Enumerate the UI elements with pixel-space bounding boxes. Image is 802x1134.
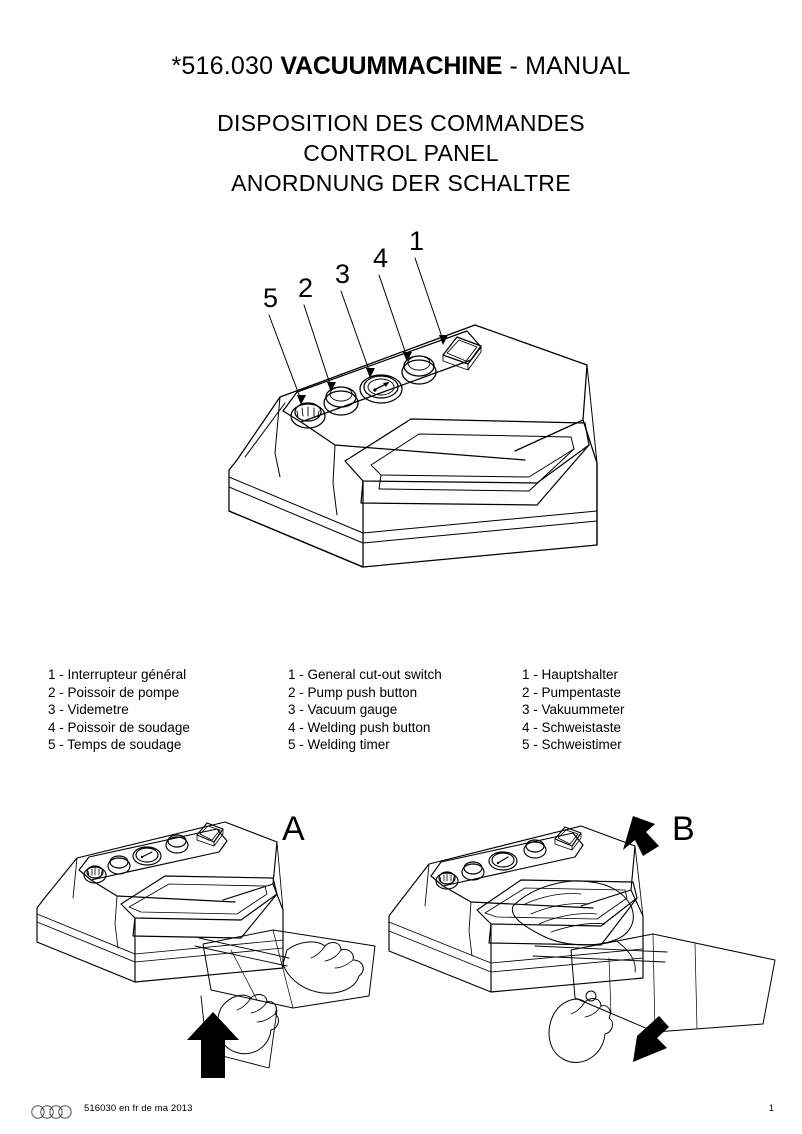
- legend-item: 3 - Vakuummeter: [522, 702, 625, 718]
- figure-b-bag: [570, 933, 776, 1033]
- legend-item: 5 - Temps de soudage: [48, 737, 182, 753]
- control-panel-controls: [290, 336, 482, 429]
- legend-item: 3 - Videmetre: [48, 702, 129, 718]
- figure-a-machine: [36, 821, 284, 983]
- title-product-code: *516.030: [171, 52, 274, 80]
- footer-reference: 516030 en fr de ma 2013: [84, 1103, 193, 1114]
- legend-item: 5 - Welding timer: [288, 737, 390, 753]
- figure-b-arrow-top: [623, 816, 659, 856]
- control-welding-push-button: [401, 355, 437, 385]
- title-product-name: VACUUMMACHINE: [280, 52, 503, 80]
- legend-column-german: 1 - Hauptshalter 2 - Pumpentaste 3 - Vak…: [522, 666, 625, 754]
- legend-column-english: 1 - General cut-out switch 2 - Pump push…: [288, 666, 442, 754]
- control-welding-timer: [290, 402, 326, 429]
- page-footer: 516030 en fr de ma 2013 1: [0, 1100, 802, 1124]
- legend-item: 5 - Schweistimer: [522, 737, 622, 753]
- machine-body: [228, 324, 598, 568]
- legend-item: 4 - Welding push button: [288, 719, 431, 735]
- figure-a-label: A: [282, 810, 305, 848]
- page-number: 1: [768, 1103, 774, 1114]
- legend-item: 3 - Vacuum gauge: [288, 702, 398, 718]
- legend-item: 2 - Poissoir de pompe: [48, 684, 180, 700]
- legend-item: 2 - Pump push button: [288, 684, 418, 700]
- callout-number-1: 1: [409, 226, 424, 256]
- callout-number-5: 5: [263, 283, 278, 313]
- callout-number-4: 4: [373, 243, 388, 273]
- legend-item: 4 - Schweistaste: [522, 719, 622, 735]
- legend-block: 1 - Interrupteur général 2 - Poissoir de…: [0, 666, 802, 771]
- callout-number-2: 2: [298, 273, 313, 303]
- figure-b-seal-line: [532, 945, 668, 963]
- figure-a-hand-right: [282, 941, 364, 994]
- subtitle-german: ANORDNUNG DER SCHALTRE: [231, 170, 571, 196]
- figure-b-machine: [388, 825, 644, 993]
- legend-item: 1 - Hauptshalter: [522, 667, 619, 682]
- page-title: *516.030 VACUUMMACHINE - MANUAL: [0, 52, 802, 81]
- legend-item: 4 - Poissoir de soudage: [48, 719, 190, 735]
- subtitle-french: DISPOSITION DES COMMANDES: [217, 110, 585, 136]
- company-logo-icon: [31, 1105, 72, 1119]
- figure-b-hand-press: [511, 880, 636, 973]
- figure-b-label: B: [672, 810, 695, 848]
- legend-column-french: 1 - Interrupteur général 2 - Poissoir de…: [48, 666, 190, 754]
- control-vacuum-gauge: [359, 374, 403, 404]
- legend-item: 1 - Interrupteur général: [48, 667, 187, 682]
- legend-item: 1 - General cut-out switch: [288, 667, 442, 682]
- main-machine-illustration: 5 2 3 4 1: [185, 215, 625, 625]
- title-suffix: - MANUAL: [509, 52, 631, 80]
- callout-leader-lines: [268, 257, 448, 405]
- figure-a-illustration: [25, 800, 385, 1100]
- figure-a-arrow-up: [187, 1012, 239, 1078]
- legend-item: 2 - Pumpentaste: [522, 684, 622, 700]
- figure-a-hand-left: [217, 994, 279, 1055]
- subtitle-english: CONTROL PANEL: [303, 140, 499, 166]
- control-main-switch: [442, 336, 482, 371]
- callout-number-3: 3: [335, 259, 350, 289]
- figure-b-arrow-down: [633, 1016, 669, 1062]
- figure-b-illustration: [385, 800, 785, 1100]
- control-pump-push-button: [323, 386, 359, 416]
- figure-b-hand-low: [548, 990, 613, 1063]
- figure-a-seal-line: [194, 937, 290, 967]
